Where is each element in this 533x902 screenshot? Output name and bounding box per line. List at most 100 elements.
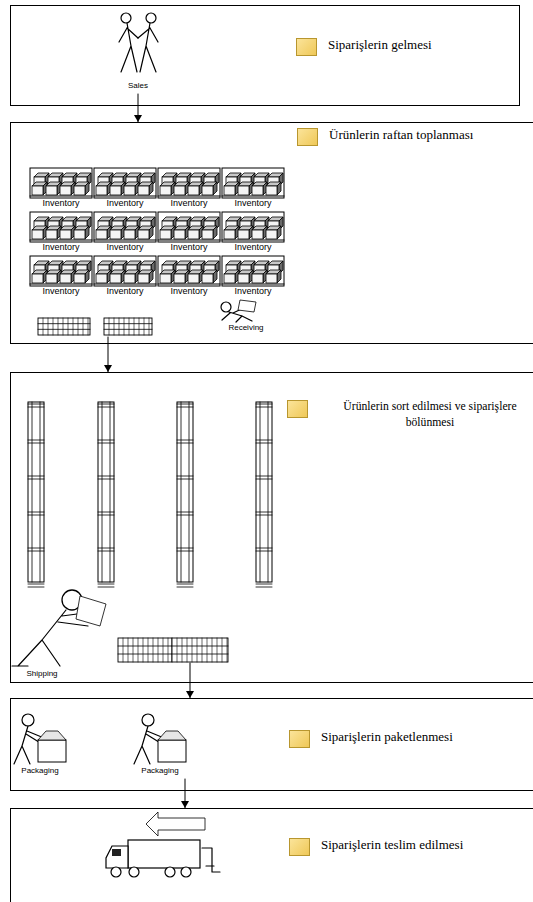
box-front <box>174 274 185 283</box>
pallet-slat <box>144 318 145 335</box>
shelf-line <box>222 284 284 285</box>
box-front <box>174 230 185 239</box>
rack-bar <box>177 584 193 585</box>
rack-rail <box>268 402 269 582</box>
box-front <box>124 230 135 239</box>
box-front <box>188 274 199 283</box>
rack-bar <box>28 584 44 585</box>
shelf-line <box>94 196 156 197</box>
icon-label: Packaging <box>20 767 59 776</box>
box-side <box>85 182 89 195</box>
pallet-slat <box>53 318 54 335</box>
icon-label: Inventory <box>41 199 80 209</box>
shelf-unit <box>94 256 156 286</box>
icon-label: Inventory <box>105 287 144 297</box>
box-side <box>149 270 153 283</box>
box-front <box>188 186 199 195</box>
icon-label: Inventory <box>233 199 272 209</box>
pallet-slat <box>172 646 228 647</box>
rack-bar <box>177 512 193 513</box>
box-front <box>74 230 85 239</box>
rack-bar <box>256 512 272 513</box>
step-text: Siparişlerin paketlenmesi <box>321 729 453 745</box>
shelf-unit <box>222 212 284 242</box>
process-band: Siparişlerin gelmesi <box>10 5 520 106</box>
box-front <box>266 230 277 239</box>
truck-wheel <box>165 867 175 877</box>
pallet-slat <box>227 638 228 662</box>
rack-bar <box>256 584 272 585</box>
shelf-unit <box>30 256 92 286</box>
rack-bar <box>256 443 272 444</box>
rack-bar <box>177 440 193 441</box>
pallet-slat <box>118 646 172 647</box>
rack-bar <box>256 515 272 516</box>
rack-bar <box>98 404 114 405</box>
rack-bar <box>177 548 193 549</box>
rack-bar <box>177 515 193 516</box>
rack-rail <box>181 402 182 582</box>
rack-bar <box>256 407 272 408</box>
pallet-slat <box>158 638 159 662</box>
pallet-slat <box>124 318 125 335</box>
shelf-line <box>30 240 92 241</box>
box-front <box>96 186 107 195</box>
pallet-slat <box>88 318 89 335</box>
note-text-column: Siparişlerin teslim edilmesi <box>310 837 463 853</box>
rack-frame <box>98 402 114 582</box>
rack-bar <box>98 443 114 444</box>
rack-bar <box>98 587 114 588</box>
icon-label: Sales <box>127 82 149 91</box>
rack-frame <box>177 402 193 582</box>
rack-frame <box>256 402 272 582</box>
person-figure <box>138 23 158 72</box>
icon-label: Receiving <box>227 324 264 333</box>
box-front <box>202 186 213 195</box>
pallet-slat <box>73 318 74 335</box>
box-front <box>202 230 213 239</box>
pallet-slat <box>192 638 193 662</box>
shelf-unit <box>158 256 220 286</box>
shelf-line <box>30 284 92 285</box>
rack-bar <box>256 587 272 588</box>
shelf-unit <box>222 168 284 198</box>
arrow-head <box>104 365 112 372</box>
rack-rail <box>32 402 33 582</box>
pallet-slat <box>114 318 115 335</box>
step-note: Siparişlerin teslim edilmesi <box>289 837 463 856</box>
pallet-slat <box>133 638 134 662</box>
box-front <box>266 274 277 283</box>
rack-bar <box>98 584 114 585</box>
flow-arrow <box>134 106 142 122</box>
box-front <box>174 186 185 195</box>
box-front <box>32 230 43 239</box>
package-box <box>38 740 66 762</box>
box-front <box>32 274 43 283</box>
icon-label: Shipping <box>25 670 58 679</box>
flow-tail <box>190 663 191 682</box>
pallet-slat <box>134 318 135 335</box>
pallet <box>118 638 172 662</box>
rack-bar <box>98 551 114 552</box>
rack-rail <box>102 402 103 582</box>
box-front <box>238 230 249 239</box>
pallet-slat <box>48 318 49 335</box>
icon-label: Inventory <box>105 243 144 253</box>
truck-cab <box>106 846 128 868</box>
note-icon <box>289 730 310 748</box>
icon-label: Packaging <box>140 767 179 776</box>
box-front <box>124 186 135 195</box>
pallet-slat <box>118 654 172 655</box>
pallet-slat <box>68 318 69 335</box>
truck-wheel <box>111 867 121 877</box>
rack-rail <box>40 402 41 582</box>
rack-bar <box>28 515 44 516</box>
icon-label: Inventory <box>41 243 80 253</box>
pallet-slat <box>78 318 79 335</box>
shelf-line <box>222 240 284 241</box>
box-front <box>110 230 121 239</box>
pallet-slat <box>83 318 84 335</box>
shelf-line <box>222 196 284 197</box>
person-head <box>146 13 156 23</box>
box-front <box>138 186 149 195</box>
